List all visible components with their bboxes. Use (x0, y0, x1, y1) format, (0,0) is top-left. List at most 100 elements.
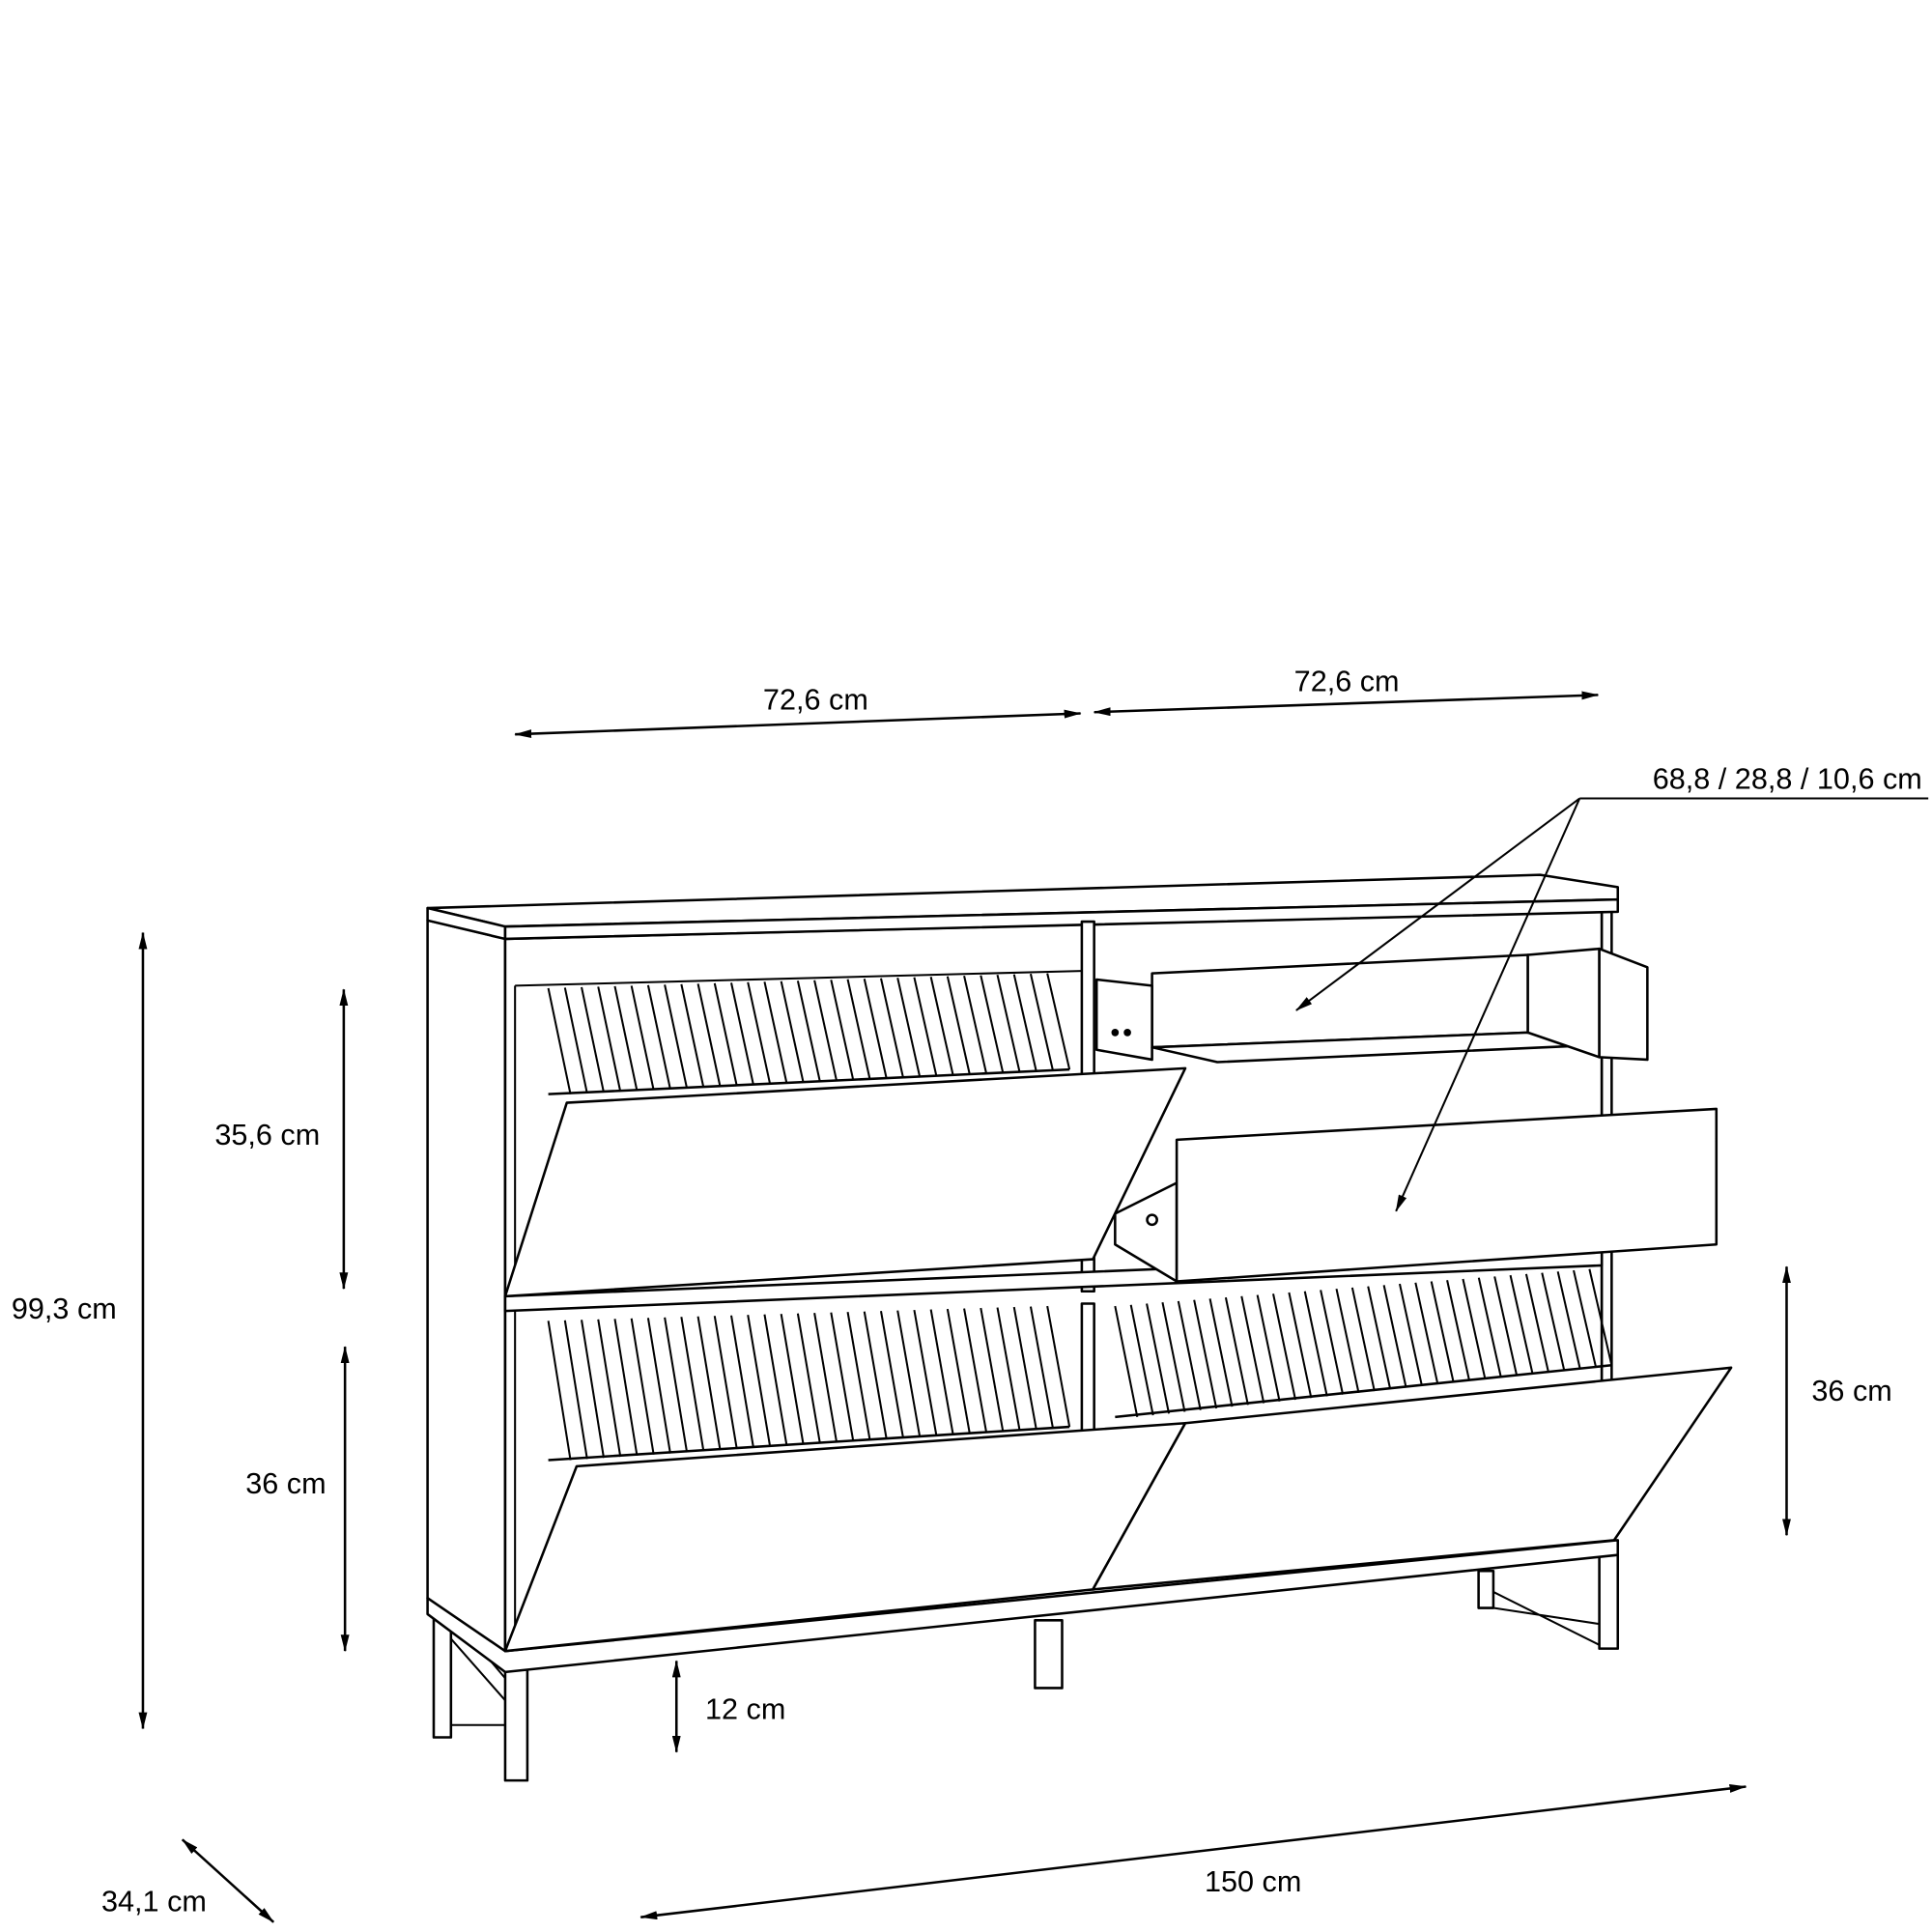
rack-slat (946, 1308, 971, 1435)
rack-slat (1256, 1294, 1281, 1402)
rack-slat (630, 985, 655, 1091)
rack-slat (1556, 1271, 1581, 1370)
rack-slat (696, 983, 722, 1088)
dim-label-leg-height: 12 cm (705, 1692, 785, 1725)
rack-slat (1272, 1293, 1296, 1401)
rack-slat (646, 1318, 671, 1454)
flap-lower-right (1092, 1366, 1733, 1591)
rack-slat (747, 981, 772, 1085)
dim-label-total-height: 99,3 cm (12, 1293, 117, 1325)
rack-slat (879, 1310, 904, 1438)
rack-slat (1398, 1283, 1423, 1386)
rack-slat (996, 974, 1021, 1072)
rack-slat (563, 1320, 588, 1460)
rack-slat (1114, 1305, 1139, 1418)
rack-slat (1208, 1298, 1234, 1407)
rack-slat (980, 975, 1005, 1073)
rack-slat (1350, 1287, 1376, 1392)
rack-slat (830, 980, 855, 1081)
rack-slat (1382, 1285, 1407, 1388)
drawer-second (1114, 1107, 1719, 1283)
rack-slat (929, 977, 954, 1076)
rack-slat (813, 980, 838, 1082)
rack-slat (646, 984, 671, 1090)
rack-slat (1029, 1306, 1054, 1429)
rack-slat (763, 1314, 788, 1446)
rack-slat (630, 1318, 655, 1455)
dim-label-depth: 34,1 cm (101, 1885, 207, 1918)
rack-bar (548, 1067, 1070, 1095)
rack-slat (1193, 1299, 1218, 1409)
rack-slat (846, 979, 871, 1080)
rack-slat (1288, 1292, 1313, 1399)
rack-slat (1046, 973, 1071, 1070)
rack-slat (1177, 1300, 1202, 1410)
rack-slat (780, 980, 805, 1083)
rack-slat (1414, 1282, 1439, 1385)
rack-slat (796, 1313, 821, 1444)
rack-slat (664, 984, 689, 1089)
rack-slat (581, 986, 605, 1094)
rack-slat (1146, 1303, 1171, 1414)
rack-slat (830, 1312, 855, 1442)
rack-slat (863, 1311, 888, 1439)
rack-slat (1335, 1288, 1360, 1394)
rack-slat (597, 986, 622, 1093)
dim-arrow-total-width (639, 1784, 1747, 1920)
rack-slat (1046, 1305, 1071, 1428)
dim-arrow-depth (181, 1838, 275, 1923)
rack-slat (1462, 1278, 1487, 1379)
rack-slat (963, 1308, 988, 1433)
rack-slat (913, 1309, 938, 1436)
leader-arrow-drawer-top (1295, 797, 1580, 1011)
rack-slat (613, 1319, 639, 1457)
rack-slat (929, 1309, 954, 1435)
rack-slat (547, 1321, 572, 1461)
flap-upper-left (503, 1066, 1187, 1298)
rack-slat (1029, 973, 1054, 1071)
rack-slat (1509, 1274, 1534, 1375)
dim-arrow-width-left (514, 709, 1082, 739)
drawer-front (1175, 1107, 1719, 1283)
rack-slat (1588, 1268, 1613, 1366)
cabinet (426, 873, 1733, 1782)
rack-slat (879, 978, 904, 1078)
rack-slat (946, 976, 971, 1075)
rack-slat (1240, 1295, 1265, 1404)
rack-slat (1573, 1269, 1597, 1368)
rack-slat (1012, 1306, 1037, 1430)
rack-slat (780, 1314, 805, 1445)
rail (515, 970, 1082, 987)
rack-bar (548, 1425, 1070, 1462)
rack-slat (813, 1313, 838, 1443)
rack-slat (863, 979, 888, 1079)
dimensions: 72,6 cm 72,6 cm 68,8 / 28,8 / 10,6 cm 99… (12, 666, 1929, 1923)
rack-slat (896, 978, 922, 1078)
rack-slat (547, 987, 572, 1094)
rack-slat (730, 1315, 754, 1449)
rack-slat (1224, 1296, 1249, 1406)
rack-slat (1367, 1286, 1392, 1390)
rack-slat (1493, 1276, 1519, 1377)
rack-slat (1129, 1304, 1154, 1416)
side-panel-left (426, 919, 507, 1659)
dim-label-lower-flap-right: 36 cm (1811, 1375, 1891, 1407)
dim-label-width-left: 72,6 cm (763, 684, 868, 717)
leader-arrow-drawer-second (1395, 798, 1581, 1212)
rack-bar (1115, 1363, 1612, 1419)
dim-label-total-width: 150 cm (1205, 1865, 1301, 1898)
rack-slat (913, 977, 938, 1077)
rack-slat (796, 980, 821, 1083)
rack-slat (730, 982, 754, 1086)
rack-slat (597, 1319, 622, 1458)
rack-slat (763, 981, 788, 1084)
drawer-top-open (1094, 947, 1649, 1064)
rack-slat (846, 1311, 871, 1440)
shoe-rack (547, 973, 1071, 1095)
dim-label-lower-flap-left: 36 cm (245, 1467, 326, 1500)
dim-arrow-width-right (1093, 691, 1600, 717)
rack-slat (680, 1317, 705, 1452)
dim-label-drawer-size: 68,8 / 28,8 / 10,6 cm (1653, 762, 1922, 795)
dim-label-width-right: 72,6 cm (1294, 666, 1400, 698)
leg-frame-right (1477, 1553, 1620, 1650)
